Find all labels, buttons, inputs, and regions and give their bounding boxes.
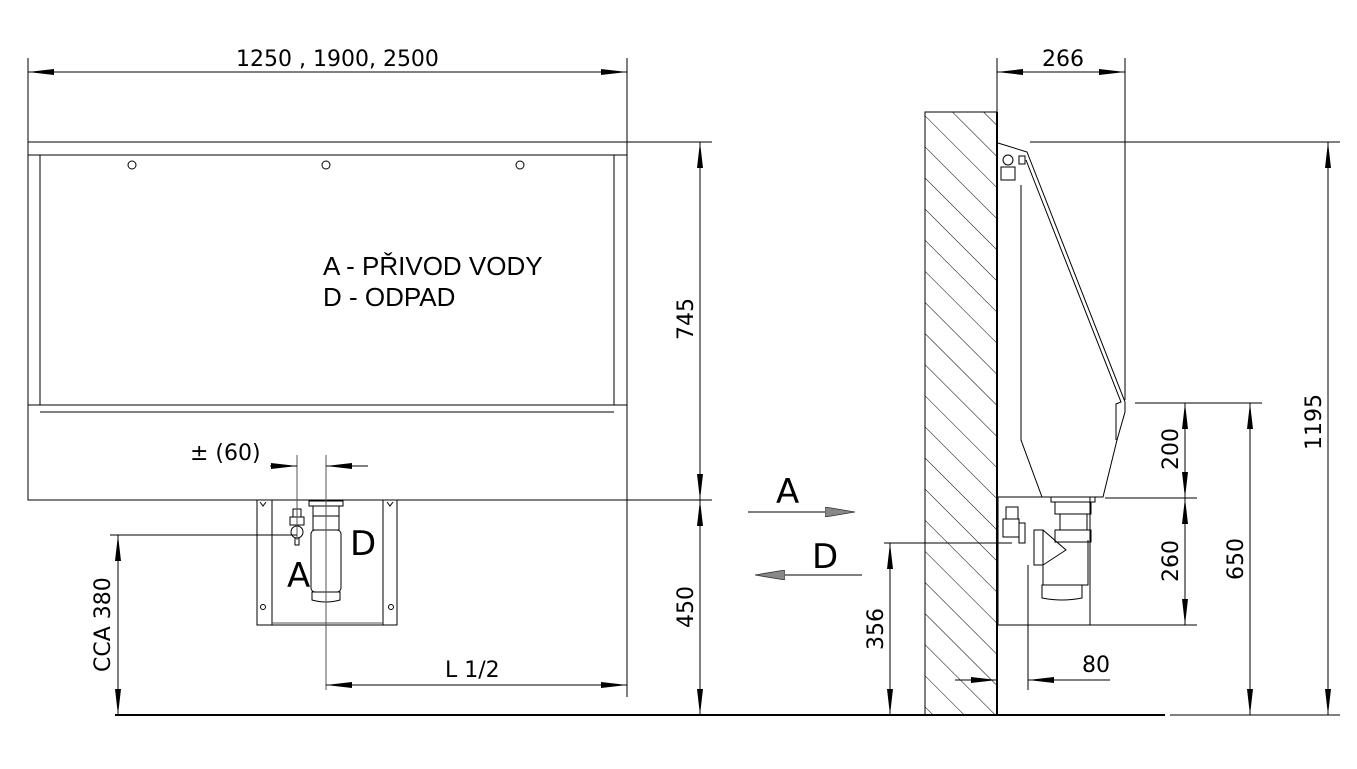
flow-arrows: A D [748,472,862,577]
dimension-200: 200 [1159,403,1188,498]
spray-nozzle-hole [127,160,137,170]
dimension-356: 356 [864,542,1012,715]
legend-drain: D - ODPAD [323,282,455,312]
dimension-inlet-height: CCA 380 [91,534,297,715]
dimension-80: 80 [955,565,1110,690]
dimension-650: 650 [1224,403,1253,715]
dimension-offset: ± (60) [190,441,368,469]
arrow-a-label: A [776,472,799,512]
svg-text:266: 266 [1042,47,1084,72]
dimension-1195: 1195 [1302,142,1331,715]
dimension-depth: 266 [996,47,1126,400]
svg-text:356: 356 [864,608,889,650]
dimension-half-length: L 1/2 [326,500,628,697]
dimension-width: 1250 , 1900, 2500 [27,47,628,142]
side-view: 266 200 260 650 1195 [864,47,1340,716]
front-view: A - PŘIVOD VODY D - ODPAD [27,47,712,715]
dimension-260: 260 [1159,498,1188,625]
legend-water-supply: A - PŘIVOD VODY [323,251,543,281]
svg-text:1250 , 1900, 2500: 1250 , 1900, 2500 [236,47,439,72]
dimension-450: 450 [674,500,703,715]
spray-nozzle-hole [515,160,525,170]
svg-text:650: 650 [1224,538,1249,580]
svg-text:± (60): ± (60) [190,441,261,466]
arrow-d-label: D [812,537,838,577]
svg-text:CCA 380: CCA 380 [91,577,116,672]
marker-front-d: D [350,524,376,564]
svg-text:1195: 1195 [1302,394,1327,450]
svg-text:L 1/2: L 1/2 [445,658,500,683]
mounting-bracket [256,499,398,626]
svg-text:200: 200 [1159,428,1184,470]
svg-text:450: 450 [674,586,699,628]
urinal-side-profile [997,142,1126,626]
marker-front-a: A [287,556,310,596]
svg-text:80: 80 [1082,653,1110,678]
dimension-745: 745 [627,141,712,501]
svg-text:745: 745 [674,298,699,340]
spray-nozzle-hole [321,160,331,170]
svg-text:260: 260 [1159,540,1184,582]
wall-section [924,111,998,716]
urinal-trough-front [27,141,628,501]
